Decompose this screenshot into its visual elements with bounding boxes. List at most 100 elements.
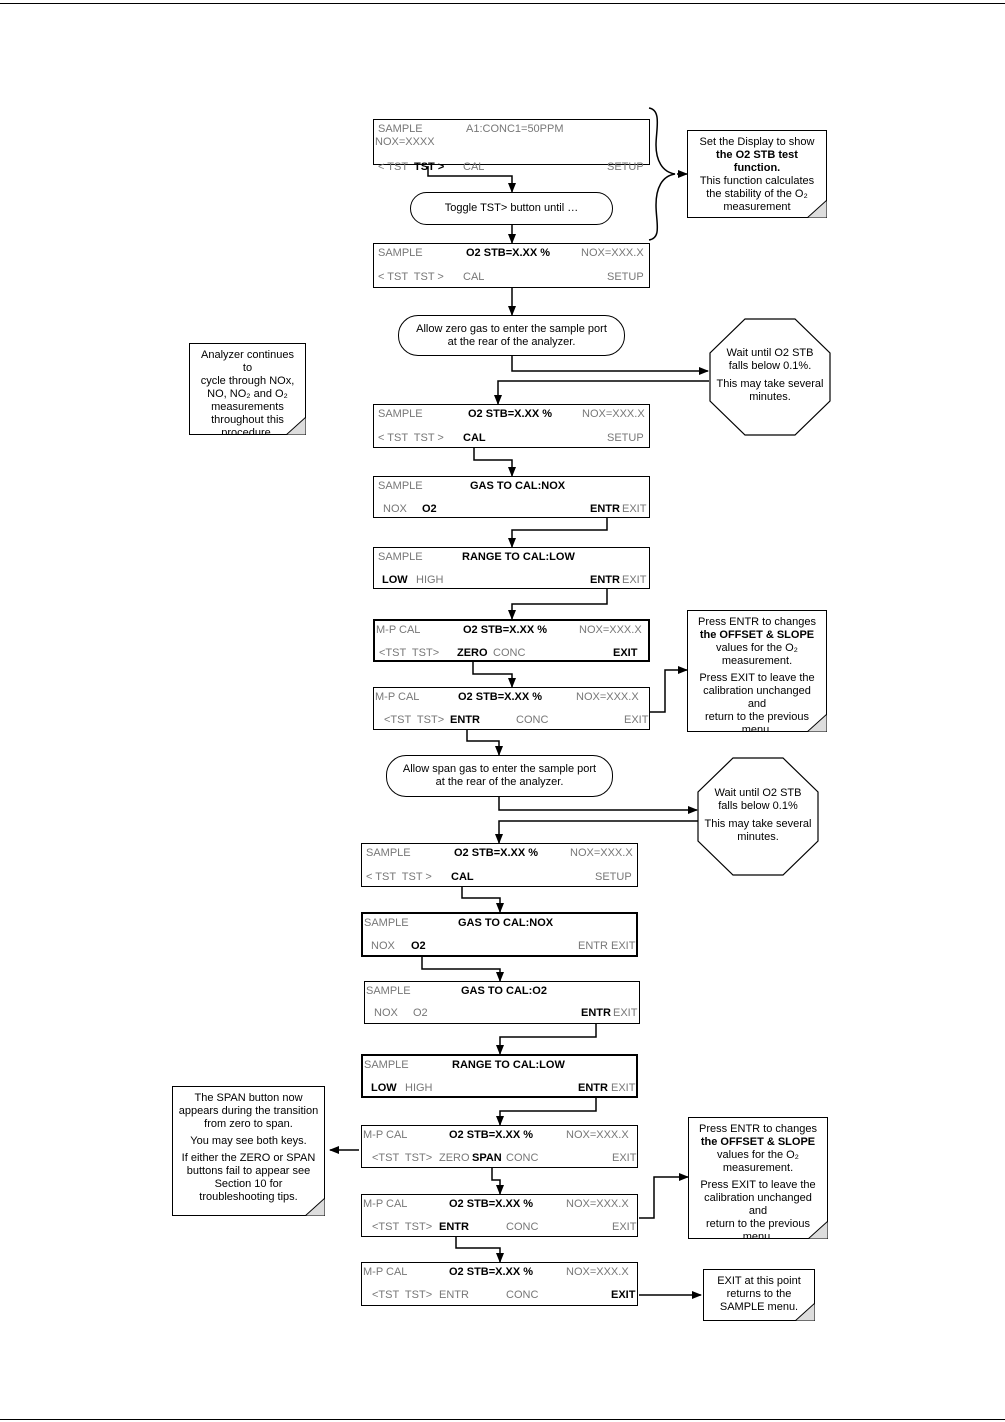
entr-button[interactable]: ENTR [439, 1221, 469, 1233]
entr-button[interactable]: ENTR [581, 1007, 611, 1019]
octagon-line: Wait until O2 STB [714, 787, 802, 799]
note-fold-icon [808, 1221, 828, 1239]
tst-buttons[interactable]: <TST TST> [372, 1289, 433, 1301]
display-range-to-cal: SAMPLE RANGE TO CAL:LOW LOW HIGH ENTR EX… [373, 547, 650, 589]
exit-button[interactable]: EXIT [612, 1221, 637, 1233]
exit-button[interactable]: EXIT [611, 1289, 636, 1301]
entr-exit-buttons[interactable]: ENTR EXIT [578, 940, 636, 952]
tst-buttons[interactable]: <TST TST> [372, 1221, 433, 1233]
cal-button[interactable]: CAL [451, 871, 474, 883]
high-button[interactable]: HIGH [405, 1082, 433, 1094]
high-button[interactable]: HIGH [416, 574, 444, 586]
entr-button[interactable]: ENTR [578, 1082, 608, 1094]
tst-buttons[interactable]: <TST TST> [379, 647, 440, 659]
note-line: Press EXIT to leave the [699, 672, 815, 684]
cal-button[interactable]: CAL [463, 271, 485, 283]
display-message: O2 STB=X.XX % [468, 408, 553, 420]
display-mode: SAMPLE [378, 123, 423, 135]
entr-button[interactable]: ENTR [590, 574, 620, 586]
tst-buttons[interactable]: <TST TST> [372, 1152, 433, 1164]
note-line: the stability of the O₂ [706, 188, 808, 200]
entr-button[interactable]: ENTR [590, 503, 620, 515]
display-message: O2 STB=X.XX % [449, 1129, 534, 1141]
low-button[interactable]: LOW [382, 574, 408, 586]
nox-button[interactable]: NOX [383, 503, 407, 515]
tst-buttons[interactable]: < TST TST > [378, 432, 444, 444]
display-mode: M-P CAL [363, 1198, 408, 1210]
display-mode: M-P CAL [363, 1266, 408, 1278]
setup-button[interactable]: SETUP [607, 432, 644, 444]
exit-button[interactable]: EXIT [624, 714, 649, 726]
display-mp-cal-entr: M-P CAL O2 STB=X.XX % NOX=XXX.X <TST TST… [373, 687, 650, 730]
nox-button[interactable]: NOX [371, 940, 395, 952]
nox-button[interactable]: NOX [374, 1007, 398, 1019]
note-line: measurement. [721, 655, 793, 667]
exit-button[interactable]: EXIT [613, 1007, 638, 1019]
octagon-line: Wait until O2 STB [726, 347, 814, 359]
display-mp-cal-entr-2: M-P CAL O2 STB=X.XX % NOX=XXX.X <TST TST… [361, 1194, 638, 1237]
low-button[interactable]: LOW [371, 1082, 397, 1094]
note-line: return to the previous [705, 711, 809, 723]
entr-exit-note-2: Press ENTR to changes the OFFSET & SLOPE… [688, 1117, 828, 1239]
zero-gas-line2: at the rear of the analyzer. [447, 335, 576, 348]
zero-button[interactable]: ZERO [439, 1152, 470, 1164]
note-line: Section 10 for [214, 1178, 283, 1190]
display-note: Set the Display to show the O2 STB test … [687, 130, 827, 218]
conc-button[interactable]: CONC [506, 1289, 539, 1301]
display-message: GAS TO CAL:NOX [470, 480, 566, 492]
tst-buttons[interactable]: < TST TST > [378, 271, 444, 283]
display-value: NOX=XXX.X [566, 1129, 629, 1141]
span-button[interactable]: SPAN [472, 1152, 502, 1164]
zero-gas-line1: Allow zero gas to enter the sample port [416, 322, 607, 335]
exit-button[interactable]: EXIT [622, 503, 647, 515]
setup-button[interactable]: SETUP [607, 271, 644, 283]
note-line: the OFFSET & SLOPE [699, 629, 815, 641]
o2-button[interactable]: O2 [413, 1007, 428, 1019]
conc-button[interactable]: CONC [493, 647, 526, 659]
span-note: The SPAN button now appears during the t… [172, 1086, 325, 1216]
exit-button[interactable]: EXIT [612, 1152, 637, 1164]
octagon-line: falls below 0.1% [718, 800, 798, 812]
octagon-line: falls below 0.1%. [728, 360, 812, 372]
tst-next-button[interactable]: TST > [414, 161, 445, 173]
exit-button[interactable]: EXIT [622, 574, 647, 586]
tst-buttons[interactable]: <TST TST> [384, 714, 445, 726]
setup-button[interactable]: SETUP [607, 161, 644, 173]
setup-button[interactable]: SETUP [595, 871, 632, 883]
tst-buttons[interactable]: < TST TST > [366, 871, 432, 883]
toggle-text: Toggle TST> button until … [444, 202, 579, 214]
exit-button[interactable]: EXIT [611, 1082, 636, 1094]
entr-button[interactable]: ENTR [450, 714, 480, 726]
tst-prev-button[interactable]: < TST [378, 161, 409, 173]
conc-button[interactable]: CONC [516, 714, 549, 726]
note-line: measurement. [722, 1162, 794, 1174]
note-fold-icon [807, 714, 827, 732]
display-value: NOX=XXX.X [576, 691, 639, 703]
cal-button[interactable]: CAL [463, 432, 486, 444]
toggle-step: Toggle TST> button until … [410, 192, 613, 225]
wait-octagon-2: Wait until O2 STB falls below 0.1% This … [697, 757, 819, 876]
o2-button[interactable]: O2 [422, 503, 437, 515]
display-gas-to-cal-nox-2: SAMPLE GAS TO CAL:NOX NOX O2 ENTR EXIT [361, 912, 638, 957]
entr-button[interactable]: ENTR [439, 1289, 469, 1301]
note-line: returns to the [726, 1288, 792, 1300]
display-message: O2 STB=X.XX % [463, 624, 548, 636]
display-mp-cal-exit: M-P CAL O2 STB=X.XX % NOX=XXX.X <TST TST… [361, 1262, 638, 1306]
conc-button[interactable]: CONC [506, 1221, 539, 1233]
o2-button[interactable]: O2 [411, 940, 426, 952]
display-gas-to-cal-nox: SAMPLE GAS TO CAL:NOX NOX O2 ENTR EXIT [373, 476, 650, 518]
exit-button[interactable]: EXIT [613, 647, 638, 659]
span-gas-line1: Allow span gas to enter the sample port [402, 763, 597, 775]
display-range-to-cal-2: SAMPLE RANGE TO CAL:LOW LOW HIGH ENTR EX… [361, 1054, 638, 1098]
note-line: from zero to span. [204, 1118, 293, 1130]
display-value: NOX=XXXX [375, 136, 435, 148]
cal-button[interactable]: CAL [463, 161, 485, 173]
display-value: NOX=XXX.X [570, 847, 633, 859]
note-line: The SPAN button now [194, 1092, 303, 1104]
note-line: return to the previous [706, 1218, 810, 1230]
display-message: O2 STB=X.XX % [449, 1266, 534, 1278]
conc-button[interactable]: CONC [506, 1152, 539, 1164]
display-mode: SAMPLE [366, 985, 411, 997]
note-fold-icon [305, 1198, 325, 1216]
zero-button[interactable]: ZERO [457, 647, 488, 659]
